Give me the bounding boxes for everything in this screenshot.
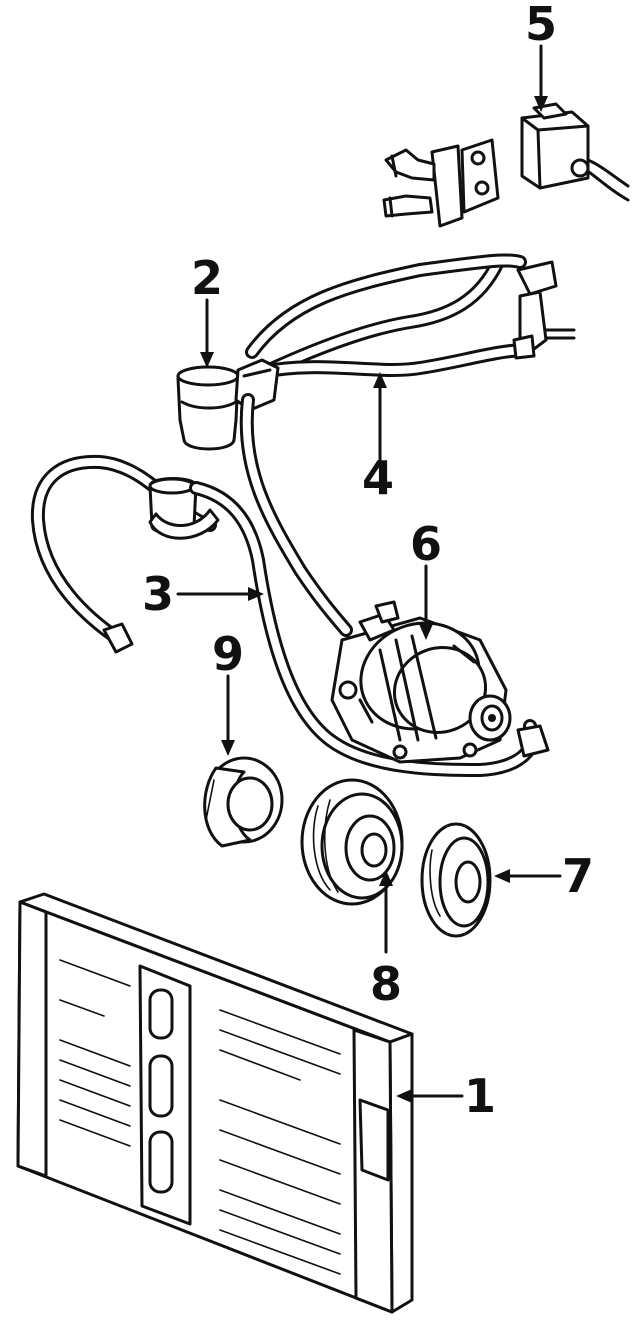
callout-1: 1: [464, 1069, 496, 1123]
part-2-muffler: [176, 365, 240, 451]
mounting-bracket: [382, 138, 500, 228]
part-5-switch: [520, 102, 630, 202]
part-9-seal: [203, 756, 284, 848]
part-1-condenser: [16, 892, 414, 1314]
part-4-hose-assembly: [234, 253, 576, 412]
callout-4: 4: [362, 451, 394, 505]
callout-9: 9: [212, 627, 244, 681]
callout-5: 5: [525, 0, 557, 51]
callout-6: 6: [410, 517, 442, 571]
callout-7: 7: [562, 849, 594, 903]
callout-labels: 5 2 4 6 3 9 7 8 1: [142, 0, 594, 1123]
part-6-compressor: [330, 600, 512, 764]
callout-leaders: [176, 44, 562, 1103]
part-7-clutch-hub: [420, 822, 492, 938]
callout-3: 3: [142, 567, 174, 621]
callout-8: 8: [370, 957, 402, 1011]
part-3-hose: [30, 393, 550, 777]
callout-2: 2: [191, 251, 223, 305]
part-8-pulley: [300, 778, 404, 906]
